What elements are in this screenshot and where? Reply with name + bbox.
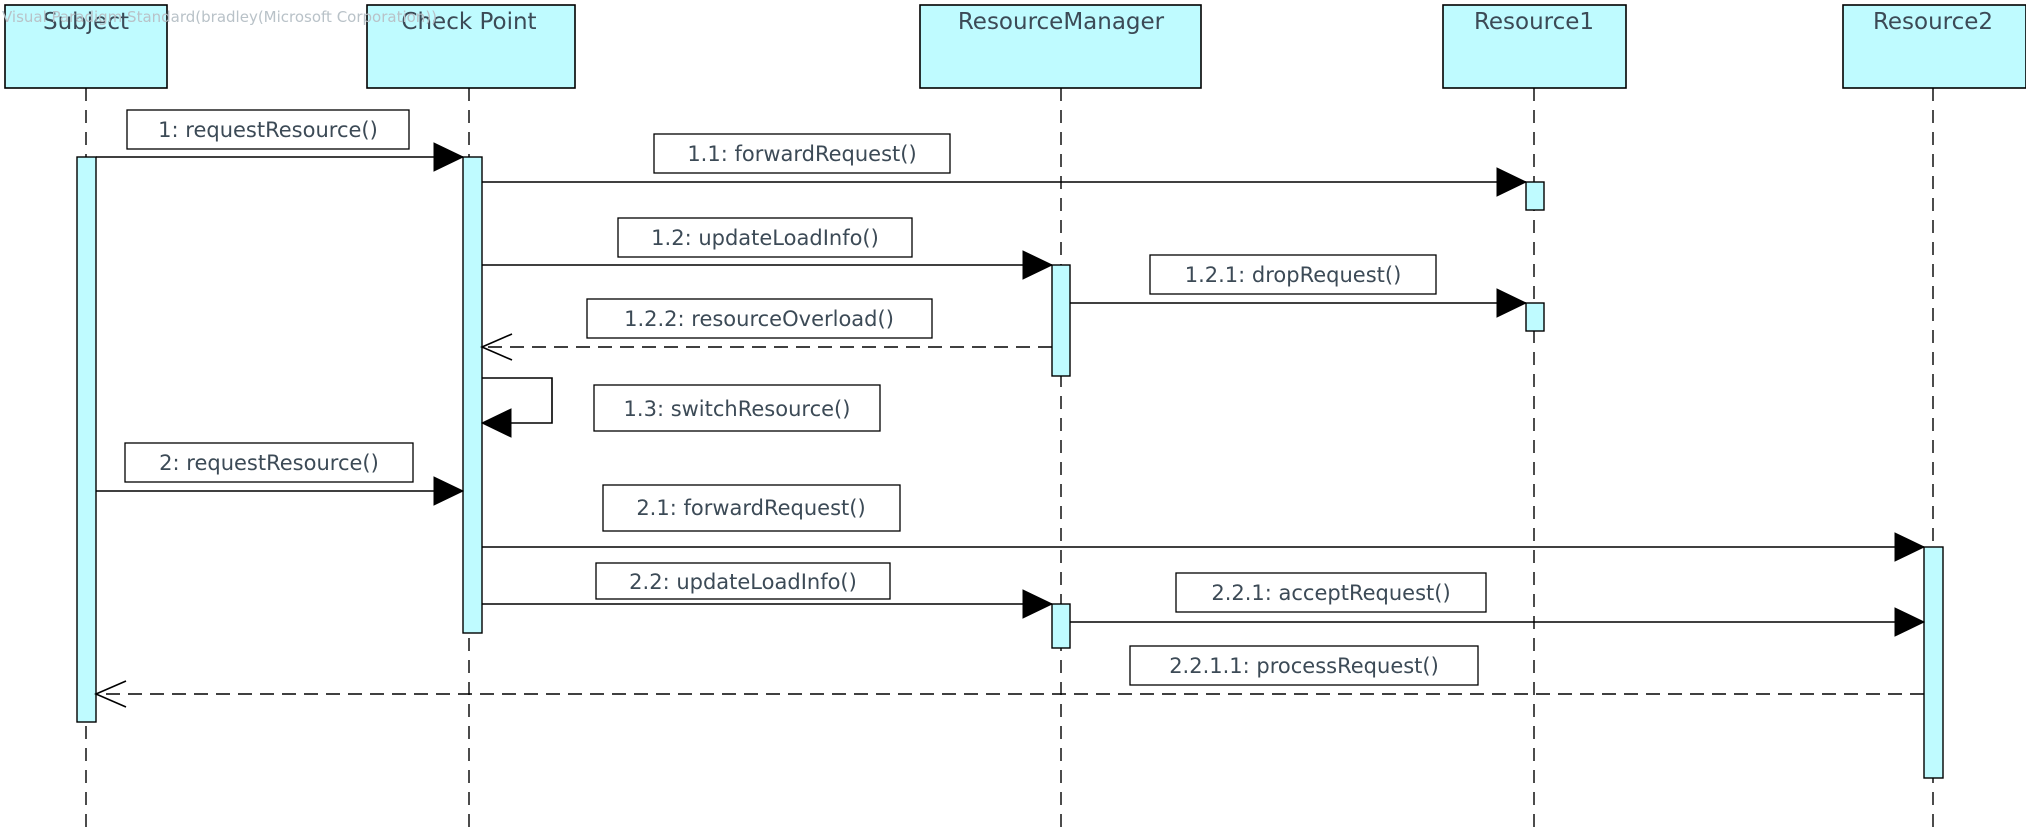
message-1-2-label: 1.2: updateLoadInfo() [651, 226, 879, 250]
message-1-request-resource[interactable]: 1: requestResource() [96, 109, 465, 172]
participant-resource2[interactable]: Resource2 [1842, 4, 2026, 89]
message-2-request-resource[interactable]: 2: requestResource() [96, 442, 465, 506]
participant-resource2-label: Resource2 [1873, 9, 1993, 35]
participant-subject[interactable]: Subject [4, 4, 168, 89]
watermark-text: Visual Paradigm Standard(bradley(Microso… [2, 8, 437, 26]
message-1-2-1-drop-request[interactable]: 1.2.1: dropRequest() [1070, 254, 1528, 318]
message-2-2-label: 2.2: updateLoadInfo() [629, 570, 857, 594]
message-2-2-update-load-info[interactable]: 2.2: updateLoadInfo() [482, 562, 1054, 619]
participant-subject-label: Subject [43, 9, 129, 35]
message-1-label: 1: requestResource() [158, 118, 378, 142]
message-2-2-1-accept-request[interactable]: 2.2.1: acceptRequest() [1070, 572, 1926, 637]
activation-resource2 [1923, 546, 1944, 779]
message-1-1-forward-request[interactable]: 1.1: forwardRequest() [482, 133, 1528, 197]
message-1-3-label: 1.3: switchResource() [624, 397, 851, 421]
activation-subject [76, 156, 97, 723]
message-2-label: 2: requestResource() [159, 451, 379, 475]
activation-resourcemanager-second [1051, 603, 1071, 649]
message-2-1-forward-request[interactable]: 2.1: forwardRequest() [482, 484, 1926, 562]
activation-resource1-second [1525, 302, 1545, 332]
message-1-2-2-label: 1.2.2: resourceOverload() [624, 307, 894, 331]
message-2-2-1-1-process-request[interactable]: 2.2.1.1: processRequest() [93, 645, 1924, 708]
participant-checkpoint[interactable]: Check Point [366, 4, 576, 89]
message-1-1-label: 1.1: forwardRequest() [687, 142, 916, 166]
participant-resource1-label: Resource1 [1474, 9, 1594, 35]
activation-checkpoint [462, 156, 483, 634]
activation-resourcemanager-first [1051, 264, 1071, 377]
message-1-3-switch-resource[interactable]: 1.3: switchResource() [480, 377, 881, 438]
participant-resourcemanager[interactable]: ResourceManager [919, 4, 1202, 89]
participant-checkpoint-label: Check Point [401, 9, 536, 35]
message-1-2-2-resource-overload[interactable]: 1.2.2: resourceOverload() [479, 298, 1052, 361]
message-1-2-update-load-info[interactable]: 1.2: updateLoadInfo() [482, 217, 1054, 280]
activation-resource1-first [1525, 181, 1545, 211]
message-2-2-1-1-label: 2.2.1.1: processRequest() [1169, 654, 1439, 678]
message-2-1-label: 2.1: forwardRequest() [636, 496, 865, 520]
participant-resource1[interactable]: Resource1 [1442, 4, 1627, 89]
message-2-2-1-label: 2.2.1: acceptRequest() [1211, 581, 1450, 605]
participant-resourcemanager-label: ResourceManager [958, 9, 1165, 35]
message-1-2-1-label: 1.2.1: dropRequest() [1185, 263, 1402, 287]
